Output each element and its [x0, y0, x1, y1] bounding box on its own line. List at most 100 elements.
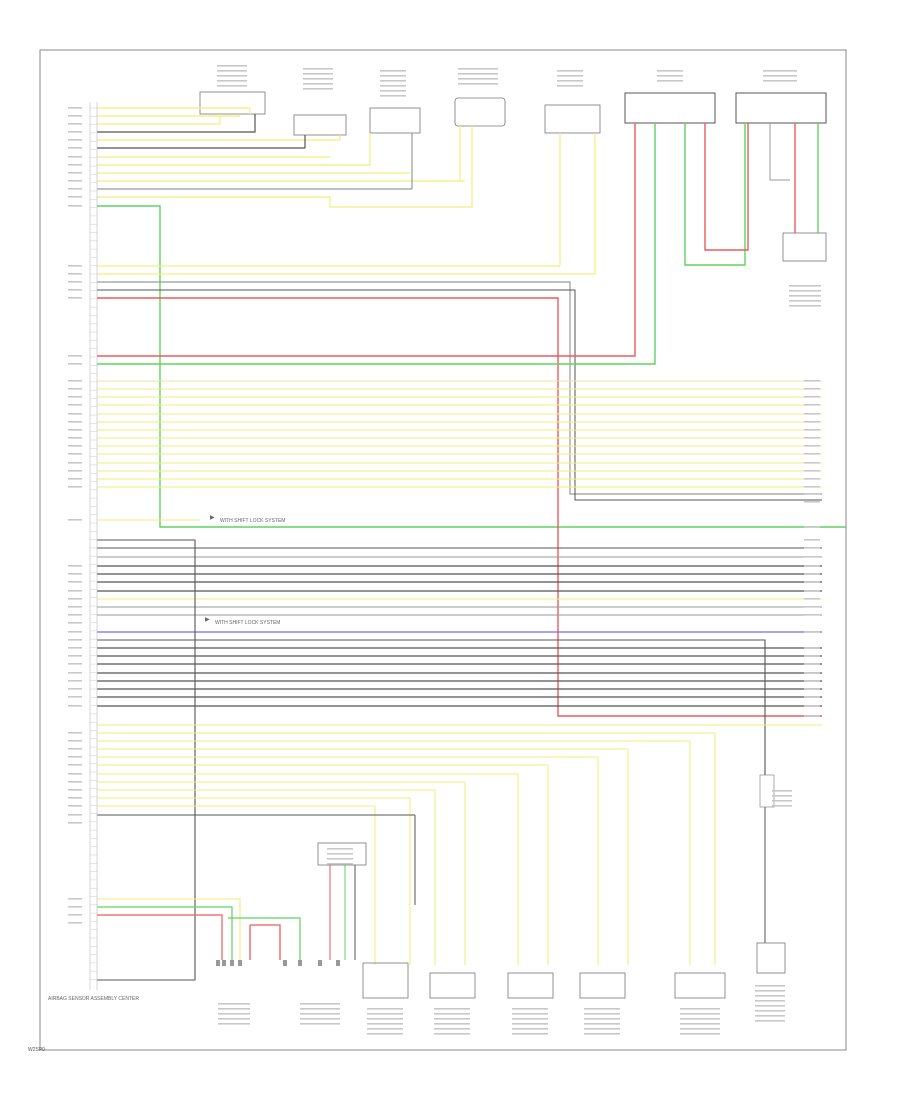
- illegible-label-mark: [657, 70, 683, 72]
- illegible-label-mark: [804, 445, 820, 447]
- illegible-label-mark: [772, 800, 792, 802]
- illegible-label-mark: [804, 705, 820, 707]
- illegible-label-mark: [68, 590, 82, 592]
- illegible-label-mark: [680, 1018, 720, 1020]
- illegible-label-mark: [68, 404, 82, 406]
- wire: [704, 123, 749, 251]
- illegible-label-mark: [380, 90, 406, 92]
- illegible-label-mark: [367, 1018, 403, 1020]
- wire: [97, 639, 766, 775]
- module-label: AIRBAG SENSOR ASSEMBLY CENTER: [48, 996, 139, 1002]
- illegible-label-mark: [804, 680, 820, 682]
- illegible-label-mark: [772, 790, 792, 792]
- illegible-label-mark: [327, 848, 353, 850]
- illegible-label-mark: [300, 1013, 340, 1015]
- wire: [97, 914, 223, 960]
- illegible-label-mark: [804, 404, 820, 406]
- illegible-label-mark: [68, 565, 82, 567]
- illegible-label-mark: [68, 797, 82, 799]
- illegible-label-mark: [68, 115, 82, 117]
- connector-pin: [238, 960, 242, 966]
- illegible-label-mark: [68, 781, 82, 783]
- illegible-label-mark: [789, 305, 821, 307]
- illegible-label-mark: [68, 655, 82, 657]
- illegible-label-mark: [380, 80, 406, 82]
- footer-code: W2SP0: [28, 1047, 45, 1053]
- illegible-label-mark: [68, 740, 82, 742]
- illegible-label-mark: [657, 75, 683, 77]
- wire: [97, 114, 256, 133]
- illegible-label-mark: [68, 478, 82, 480]
- illegible-label-mark: [804, 470, 820, 472]
- illegible-label-mark: [804, 606, 820, 608]
- illegible-label-mark: [804, 396, 820, 398]
- illegible-label-mark: [68, 922, 82, 924]
- illegible-label-mark: [380, 70, 406, 72]
- illegible-label-mark: [68, 107, 82, 109]
- illegible-label-mark: [68, 756, 82, 758]
- wire: [97, 205, 846, 528]
- illegible-label-mark: [68, 205, 82, 207]
- illegible-label-mark: [804, 547, 820, 549]
- illegible-label-mark: [804, 526, 820, 528]
- illegible-label-mark: [68, 789, 82, 791]
- illegible-label-mark: [68, 462, 82, 464]
- illegible-label-mark: [68, 519, 82, 521]
- airbag-squib-box: [674, 972, 726, 999]
- illegible-label-mark: [458, 83, 498, 85]
- top-components: [199, 91, 827, 262]
- illegible-label-mark: [584, 1018, 620, 1020]
- illegible-label-mark: [804, 453, 820, 455]
- illegible-label-mark: [680, 1028, 720, 1030]
- bottom-component-labels: [216, 790, 792, 1035]
- wire: [250, 924, 281, 960]
- illegible-label-mark: [217, 85, 247, 87]
- illegible-label-mark: [303, 88, 333, 90]
- pretensioner-left-box: [624, 92, 716, 124]
- illegible-label-mark: [584, 1033, 620, 1035]
- illegible-label-mark: [68, 696, 82, 698]
- illegible-label-mark: [68, 631, 82, 633]
- illegible-label-mark: [434, 1033, 470, 1035]
- illegible-label-mark: [68, 748, 82, 750]
- wire: [97, 133, 596, 275]
- illegible-label-mark: [68, 281, 82, 283]
- illegible-label-mark: [557, 85, 583, 87]
- illegible-label-mark: [434, 1023, 470, 1025]
- wire: [684, 123, 746, 266]
- illegible-label-mark: [804, 614, 820, 616]
- illegible-label-mark: [804, 429, 820, 431]
- wire: [97, 898, 241, 960]
- illegible-label-mark: [512, 1008, 548, 1010]
- illegible-label-mark: [789, 300, 821, 302]
- illegible-label-mark: [68, 131, 82, 133]
- resistor-box: [759, 774, 775, 808]
- airbag-squib-box: [579, 972, 626, 999]
- illegible-label-mark: [68, 647, 82, 649]
- illegible-label-mark: [557, 75, 583, 77]
- seat-track-sensor-box: [369, 107, 421, 134]
- diagram-frame: [39, 49, 847, 1051]
- illegible-label-mark: [68, 265, 82, 267]
- illegible-label-mark: [217, 70, 247, 72]
- illegible-label-mark: [367, 1033, 403, 1035]
- connector-pin: [336, 960, 340, 966]
- illegible-label-mark: [434, 1028, 470, 1030]
- illegible-label-mark: [755, 1005, 785, 1007]
- illegible-label-mark: [68, 914, 82, 916]
- illegible-label-mark: [584, 1013, 620, 1015]
- passenger-seat-switch-box: [293, 114, 347, 136]
- illegible-label-mark: [327, 863, 353, 865]
- illegible-label-mark: [804, 631, 820, 633]
- illegible-label-mark: [804, 672, 820, 674]
- illegible-label-mark: [68, 413, 82, 415]
- pin-labels: [68, 102, 98, 990]
- illegible-label-mark: [772, 805, 792, 807]
- illegible-label-mark: [804, 478, 820, 480]
- illegible-label-mark: [68, 663, 82, 665]
- illegible-label-mark: [68, 814, 82, 816]
- illegible-label-mark: [68, 123, 82, 125]
- illegible-label-mark: [680, 1008, 720, 1010]
- illegible-label-mark: [804, 493, 820, 495]
- illegible-label-mark: [68, 680, 82, 682]
